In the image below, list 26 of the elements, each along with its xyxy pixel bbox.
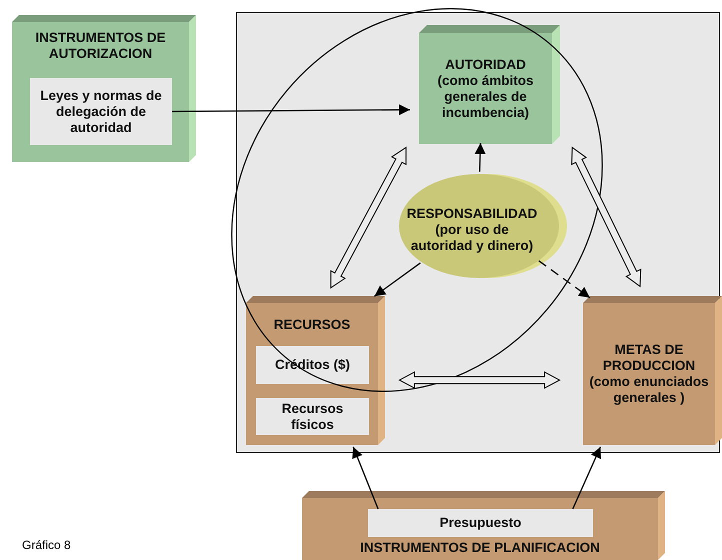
arrow <box>538 260 590 298</box>
double-block-arrow <box>330 146 407 289</box>
heading: Recursos físicos <box>280 400 344 432</box>
heading: RESPONSABILIDAD <box>406 206 538 222</box>
heading: INSTRUMENTOS DE PLANIFICACION <box>360 540 600 556</box>
heading: INSTRUMENTOS DE AUTORIZACION <box>34 30 167 62</box>
figure-caption: Gráfico 8 <box>22 538 71 552</box>
description: (por uso de autoridad y dinero) <box>410 222 534 254</box>
arrow <box>352 446 379 510</box>
inner-panel <box>368 509 593 537</box>
inner-panel <box>256 398 369 435</box>
arrow <box>572 446 602 510</box>
heading: RECURSOS <box>274 317 350 333</box>
description: (como ámbitos generales de incumbencia) <box>436 72 534 120</box>
double-block-arrow <box>398 371 561 389</box>
heading: Presupuesto <box>440 515 522 531</box>
arrow <box>374 262 421 297</box>
double-block-arrow <box>571 146 642 288</box>
heading: Leyes y normas de delegación de autoridad <box>39 88 163 136</box>
arrow <box>172 104 410 116</box>
heading: METAS DE PRODUCCION <box>602 342 696 374</box>
panel-background <box>236 12 720 453</box>
heading: AUTORIDAD <box>445 56 526 72</box>
arrow <box>474 142 486 172</box>
description: (como enunciados generales ) <box>589 374 709 406</box>
inner-panel <box>30 78 172 145</box>
